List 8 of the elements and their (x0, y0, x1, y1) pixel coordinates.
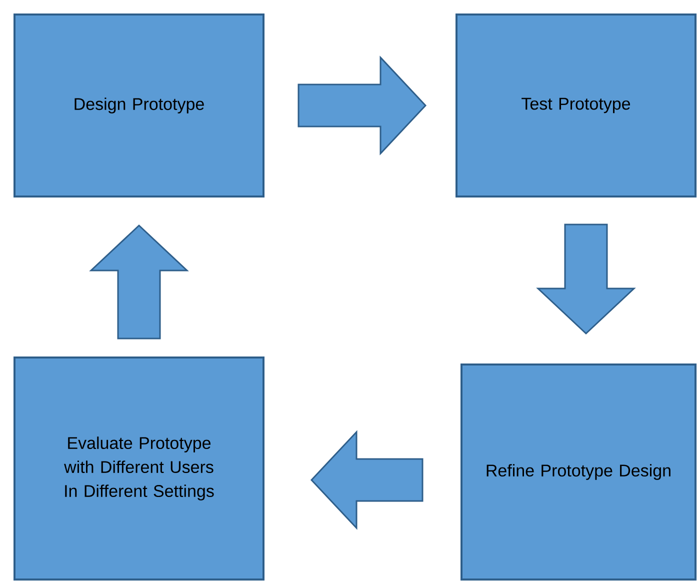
process-box: Evaluate Prototype with Different Users In Different Settings (14, 356, 264, 580)
block-arrow (536, 224, 636, 335)
process-box: Refine Prototype Design (460, 364, 696, 580)
block-arrow (89, 224, 189, 340)
block-arrow (298, 56, 427, 156)
block-arrow (310, 430, 424, 530)
process-box: Test Prototype (456, 14, 696, 198)
process-box: Design Prototype (14, 14, 264, 198)
